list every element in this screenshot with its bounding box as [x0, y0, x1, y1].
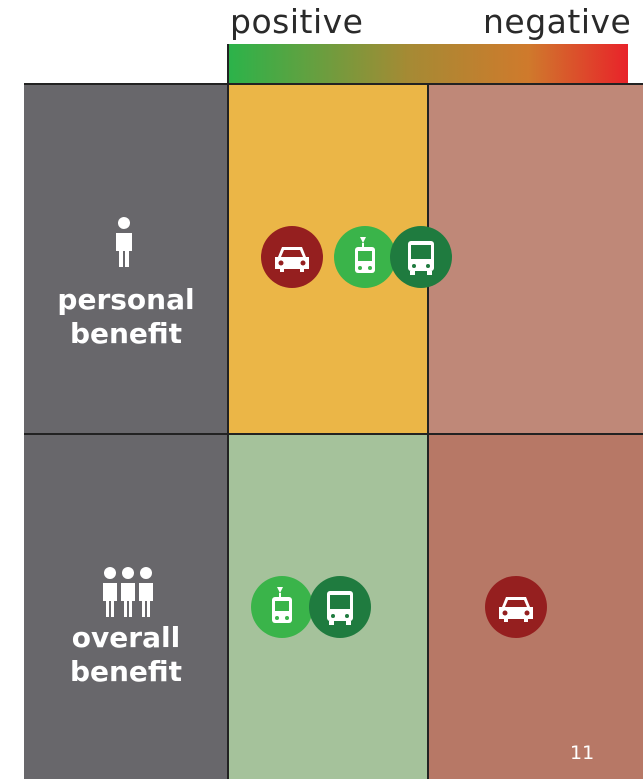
grid-line-top — [24, 83, 643, 85]
personal-benefit-label: personal benefit — [24, 283, 228, 351]
tram-icon — [334, 226, 396, 288]
row-label-panel — [24, 84, 228, 779]
tram-icon — [251, 576, 313, 638]
cell-personal-negative — [429, 85, 643, 434]
negative-label: negative — [483, 2, 632, 41]
overall-label-line1: overall — [71, 621, 181, 654]
car-icon — [485, 576, 547, 638]
personal-label-line1: personal — [57, 283, 195, 316]
overall-benefit-label: overall benefit — [24, 621, 228, 689]
grid-line-center — [427, 84, 429, 779]
positive-label: positive — [230, 2, 364, 41]
overall-label-line2: benefit — [69, 655, 183, 688]
group-of-people-icon — [103, 567, 153, 617]
grid-line-middle — [24, 433, 643, 435]
positive-negative-gradient-bar — [228, 44, 628, 84]
grid-line-left — [227, 44, 229, 779]
single-person-icon — [116, 217, 132, 267]
car-icon — [261, 226, 323, 288]
bus-icon — [309, 576, 371, 638]
page-number: 11 — [570, 742, 595, 764]
personal-label-line2: benefit — [69, 317, 183, 350]
bus-icon — [390, 226, 452, 288]
